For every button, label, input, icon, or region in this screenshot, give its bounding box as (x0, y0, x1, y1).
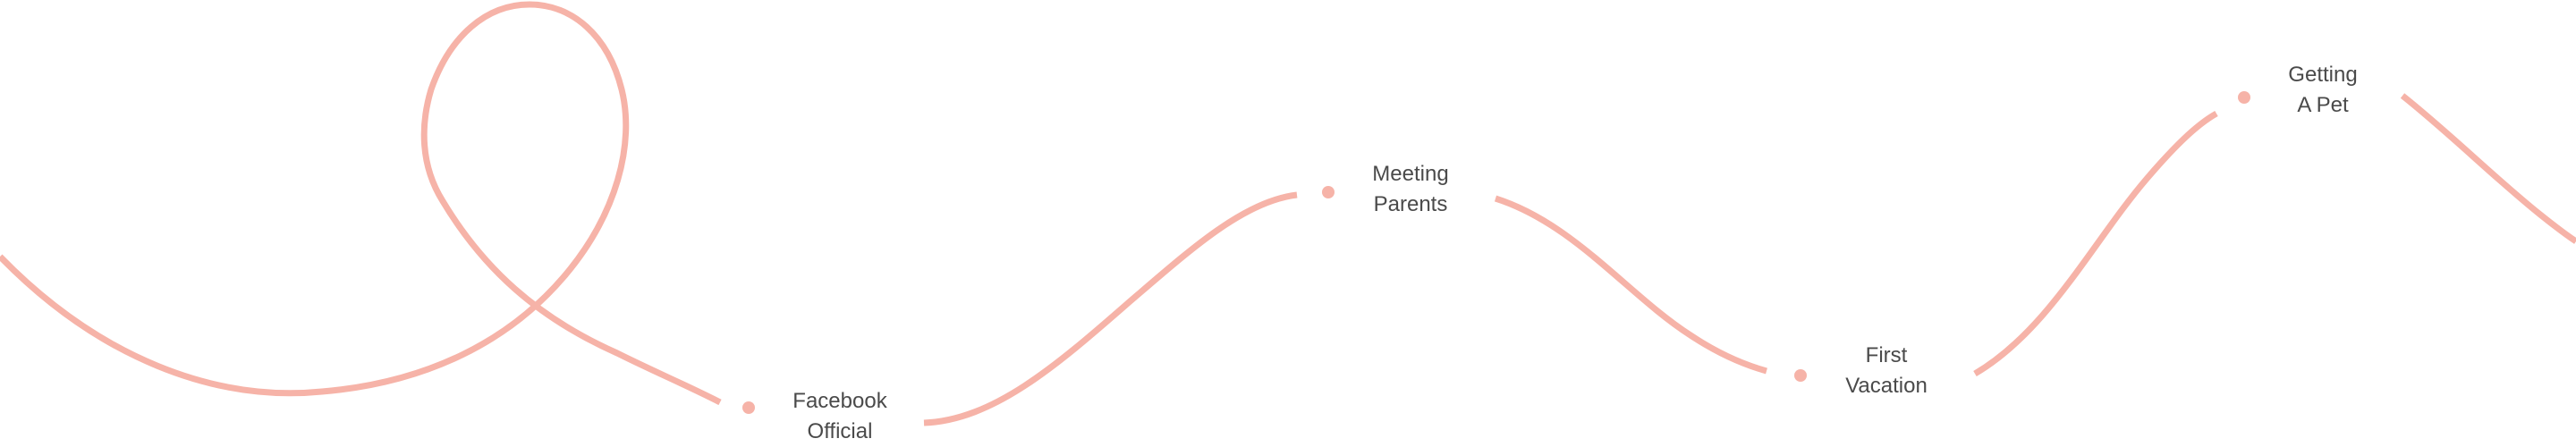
timeline-curve-segment-1 (0, 1, 722, 406)
milestone-label-line2: Parents (1373, 192, 1448, 216)
milestone-getting-a-pet: Getting A Pet (2251, 60, 2394, 121)
milestone-label-line2: Vacation (1845, 374, 1928, 398)
milestone-dot-first-vacation (1794, 369, 1807, 382)
milestone-dot-meeting-parents (1322, 186, 1335, 198)
timeline-curve-segment-5 (2400, 93, 2576, 244)
milestone-dot-facebook-official (742, 401, 755, 414)
milestone-dot-getting-a-pet (2238, 91, 2250, 104)
timeline-curve-segment-2 (923, 191, 1298, 426)
milestone-first-vacation: First Vacation (1815, 341, 1958, 401)
milestone-label-line1: Meeting (1372, 162, 1449, 186)
milestone-label-line1: First (1865, 343, 1908, 367)
milestone-label-line1: Getting (2288, 63, 2358, 87)
timeline-curve-segment-3 (1494, 195, 1767, 375)
milestone-label-line2: Official (807, 419, 873, 443)
milestone-label-line2: A Pet (2297, 93, 2349, 117)
milestone-meeting-parents: Meeting Parents (1339, 159, 1482, 220)
timeline-curve-segment-4 (1973, 110, 2218, 377)
milestone-facebook-official: Facebook Official (768, 386, 911, 447)
milestone-label-line1: Facebook (792, 389, 887, 413)
